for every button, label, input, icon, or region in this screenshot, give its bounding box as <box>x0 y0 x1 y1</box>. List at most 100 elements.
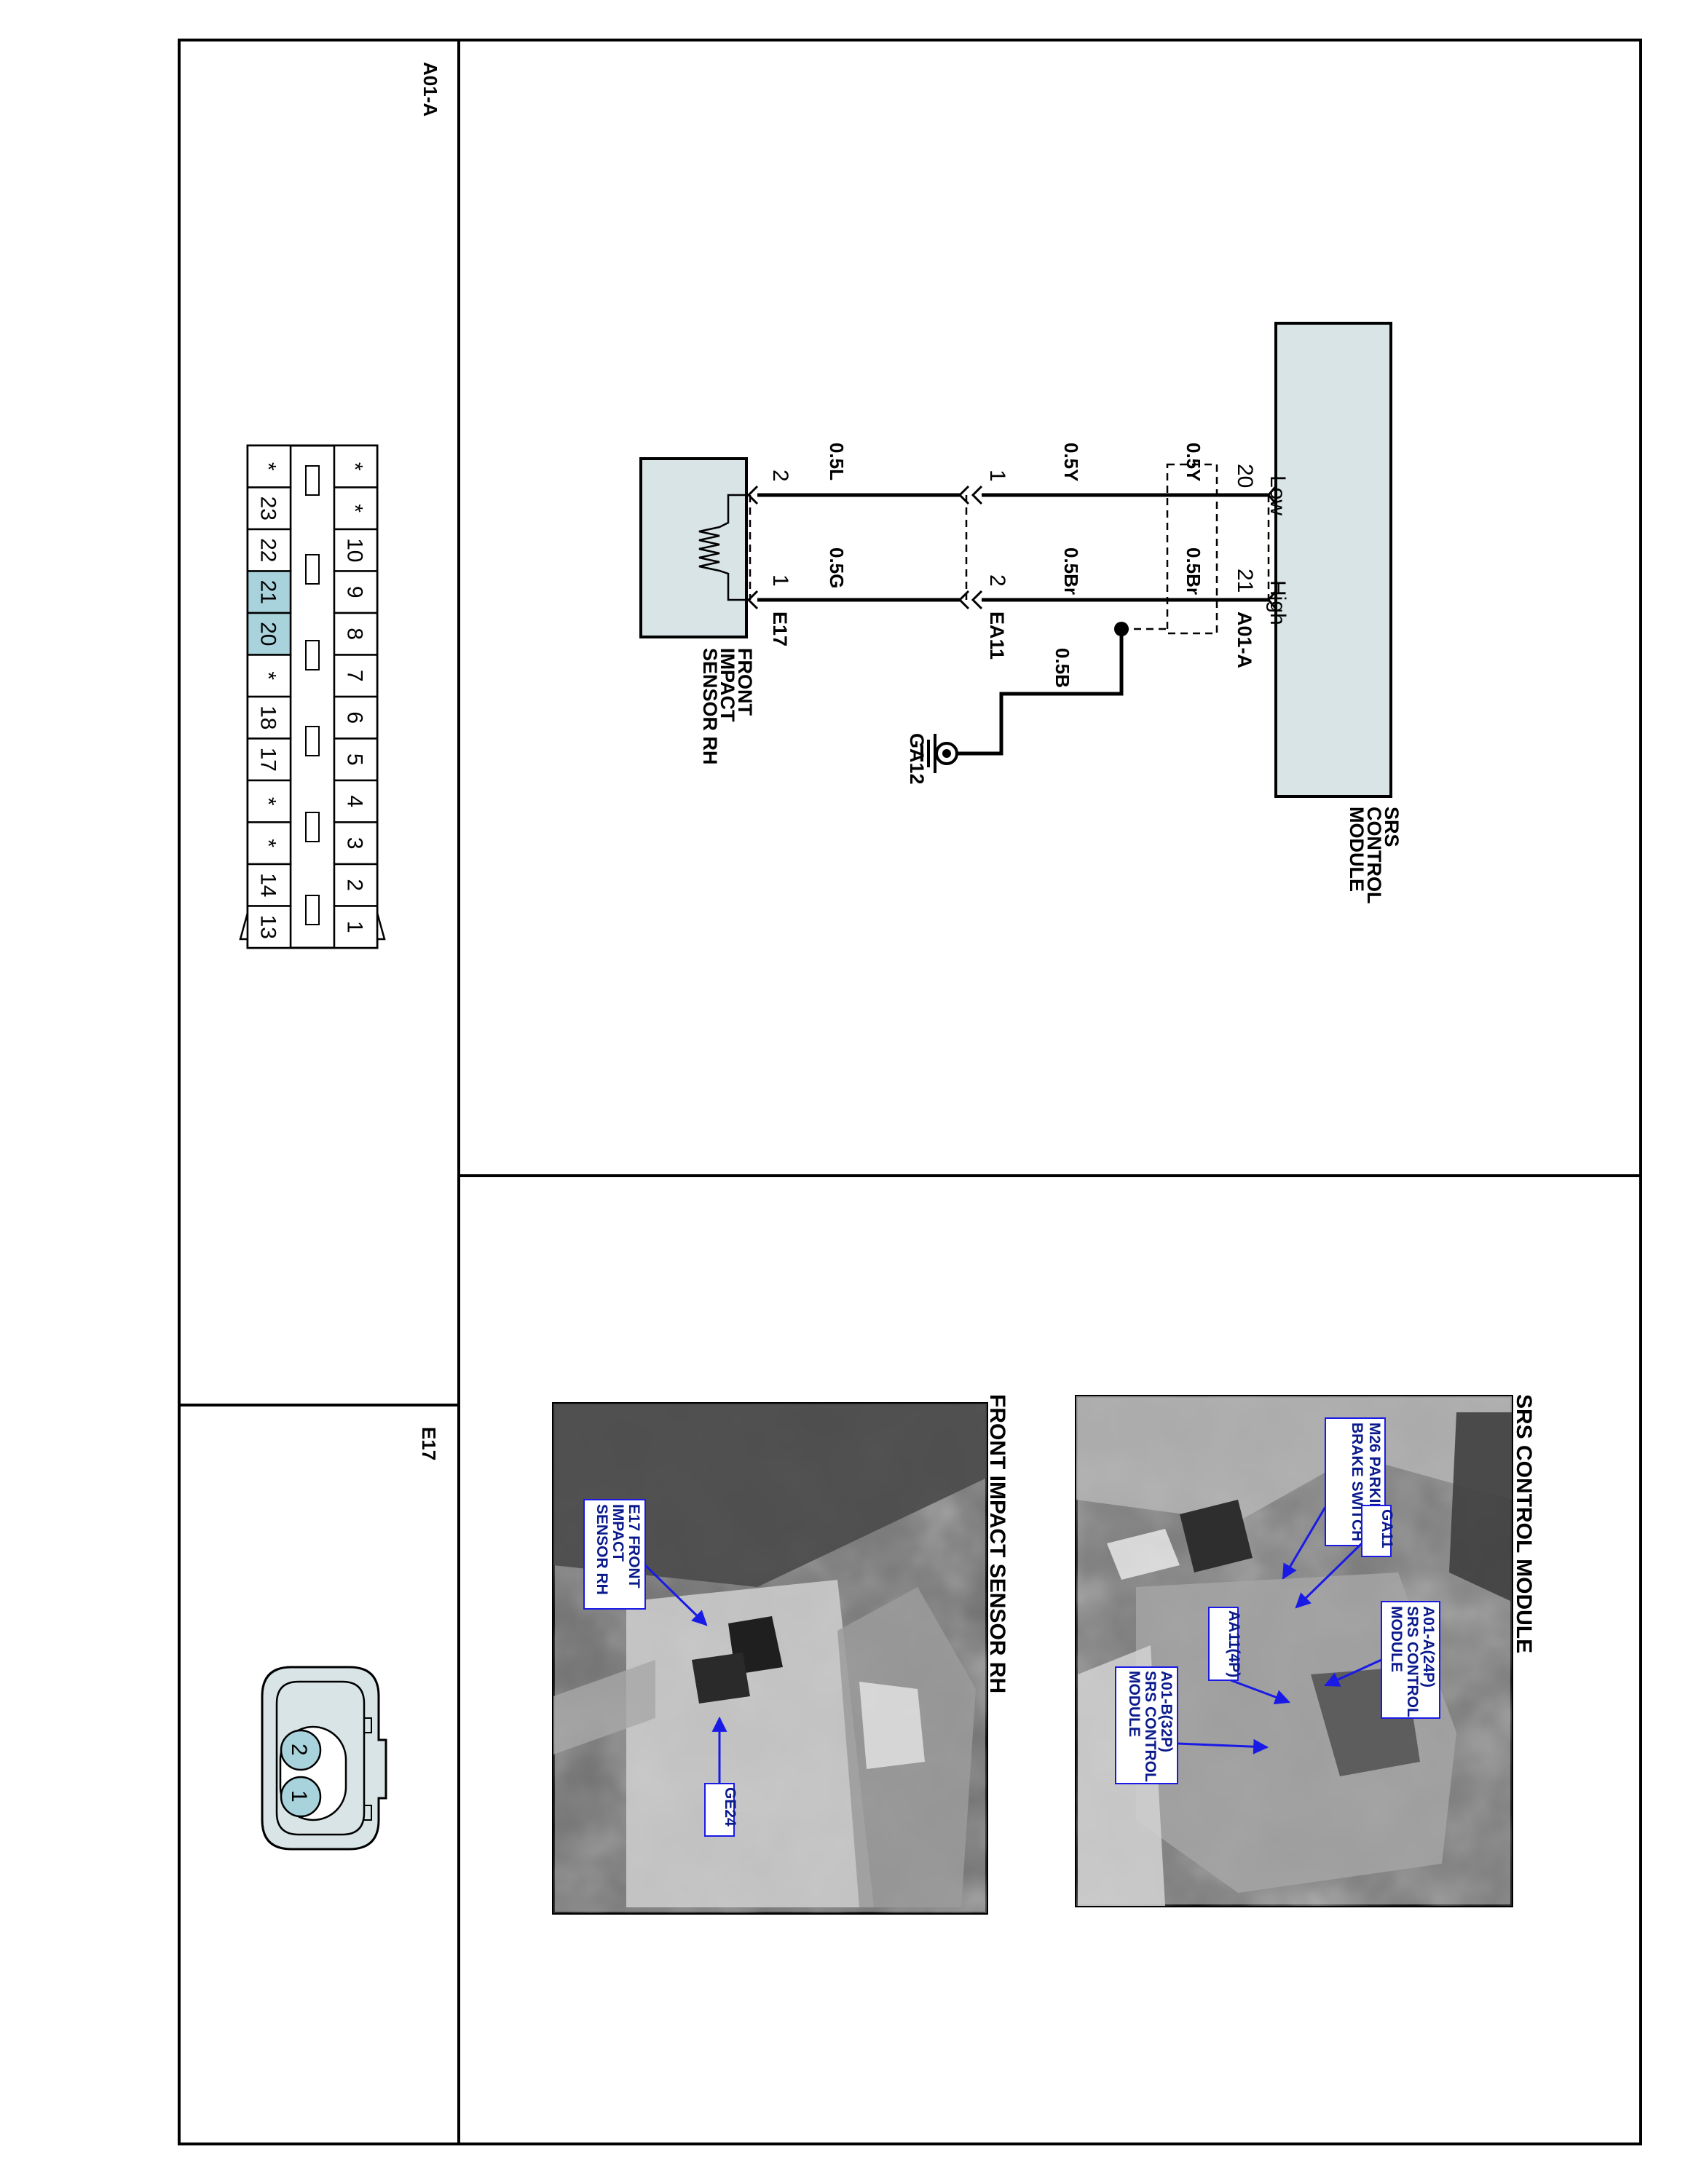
a01a-pin-cell <box>246 737 292 782</box>
a01a-pin-label: 4 <box>343 795 367 807</box>
svg-text:MODULE: MODULE <box>1346 807 1368 892</box>
a01a-pin-cell <box>333 486 379 531</box>
svg-text:FRONT: FRONT <box>734 648 756 716</box>
callout-m26-line1: M26 PARKING <box>1366 1423 1383 1526</box>
callout-a01b-line3: MODULE <box>1126 1671 1143 1737</box>
e17-schematic-label: E17 <box>769 612 791 646</box>
a01a-pin-label: * <box>343 504 367 513</box>
callout-a01b-line2: SRS CONTROL <box>1142 1671 1159 1782</box>
e17-pin-2-cavity <box>280 1729 322 1771</box>
svg-text:CONTROL: CONTROL <box>1363 807 1385 903</box>
svg-text:SRS: SRS <box>1381 807 1403 847</box>
e17-schematic-pin-1: 1 <box>768 574 792 587</box>
module-connector-a01a: A01-A <box>1234 612 1255 668</box>
photo-srs-title: SRS CONTROL MODULE <box>1512 1394 1536 1653</box>
ea11-label: EA11 <box>986 612 1008 660</box>
front-impact-sensor-box <box>639 457 748 638</box>
a01a-pin-cell <box>333 612 379 656</box>
wire-high-color-2: 0.5Br <box>1060 547 1082 595</box>
ground-ga12-label: GA12 <box>906 733 928 785</box>
wire-low-color-1: 0.5Y <box>1183 443 1204 482</box>
wire-high-color-1: 0.5Br <box>1183 547 1204 595</box>
front-impact-sensor-name: FRONT IMPACT SENSOR RH <box>699 648 756 765</box>
srs-control-module-name: SRS CONTROL MODULE <box>1346 807 1403 903</box>
wire-low-color-2: 0.5Y <box>1060 443 1082 482</box>
a01a-pin-label: 17 <box>256 748 280 772</box>
svg-text:SENSOR RH: SENSOR RH <box>699 648 721 765</box>
a01a-pin-cell <box>333 695 379 740</box>
a01a-pin-label: 2 <box>343 879 367 891</box>
module-pin-21: 21 <box>1233 569 1257 593</box>
srs-control-module-box <box>1274 322 1392 798</box>
schematic: SRS CONTROL MODULE Low High 20 21 A01-A … <box>639 322 1403 903</box>
ea11-pin-1: 1 <box>985 470 1009 482</box>
sensor-resistor-icon <box>698 494 749 601</box>
a01a-pin-cell <box>333 821 379 866</box>
a01a-pin-label: 22 <box>256 538 280 562</box>
a01a-pin-label: 23 <box>256 496 280 521</box>
e17-pin-1-label: 1 <box>287 1790 311 1803</box>
photo-sensor-callouts: E17 FRONT IMPACT SENSOR RH GE24 <box>583 1499 738 1837</box>
inline-connector-ea11 <box>958 485 983 610</box>
a01a-pin-label: 8 <box>343 628 367 640</box>
a01a-pin-label: * <box>343 462 367 471</box>
wire-ground-color: 0.5B <box>1052 648 1073 688</box>
a01a-pin-label: 9 <box>343 586 367 598</box>
e17-pin-2-label: 2 <box>287 1744 311 1756</box>
a01a-pin-cell <box>246 821 292 866</box>
callout-aa11: AA11(4P) <box>1226 1610 1242 1677</box>
a01a-pin-label: 13 <box>256 915 280 939</box>
a01a-pin-cell <box>246 863 292 907</box>
connector-e17-face: 2 1 <box>261 1666 387 1851</box>
wire-low-color-3: 0.5L <box>826 443 848 480</box>
callout-a01b-line1: A01-B(32P) <box>1158 1671 1175 1752</box>
a01a-pin-cell <box>333 570 379 614</box>
a01a-pin-label: 1 <box>343 921 367 933</box>
callout-a01a-line1: A01-A(24P) <box>1420 1606 1437 1688</box>
ground-ga12-symbol <box>920 734 958 773</box>
e17-schematic-pin-2: 2 <box>768 470 792 482</box>
a01a-pin-label: * <box>256 797 280 806</box>
wire-ground <box>955 629 1124 756</box>
callout-e17-line1: E17 FRONT <box>626 1504 642 1588</box>
a01a-pin-label: 10 <box>343 538 367 562</box>
a01a-pin-cell <box>333 905 379 949</box>
a01a-pin-label: 20 <box>256 622 280 646</box>
callout-a01a-line2: SRS CONTROL <box>1404 1606 1421 1717</box>
a01a-pin-label: 14 <box>256 873 280 897</box>
callout-a01a-line3: MODULE <box>1388 1606 1405 1672</box>
svg-text:IMPACT: IMPACT <box>717 648 738 722</box>
a01a-pin-cell <box>246 695 292 740</box>
wire-high-color-3: 0.5G <box>826 547 848 588</box>
a01a-pin-cell <box>246 654 292 698</box>
connector-e17-panel: E17 2 1 <box>261 1427 440 1851</box>
a01a-pin-cell <box>333 737 379 782</box>
a01a-pin-label: 5 <box>343 753 367 766</box>
a01a-pin-label: 7 <box>343 670 367 682</box>
callout-e17-line2: IMPACT <box>610 1504 626 1562</box>
callout-e17-line3: SENSOR RH <box>593 1504 610 1595</box>
a01a-pin-cell <box>246 570 292 614</box>
a01a-pin-cell <box>333 528 379 572</box>
connector-e17-title: E17 <box>418 1427 440 1460</box>
photo-srs-callouts: M26 PARKING BRAKE SWITCH GA11 A01-A(24P)… <box>1115 1417 1440 1784</box>
callout-ge24: GE24 <box>722 1787 738 1827</box>
a01a-pin-label: 21 <box>256 580 280 604</box>
connector-a01a-row-a: * * 10 9 8 7 6 5 4 3 2 1 <box>333 444 379 949</box>
module-pin-20: 20 <box>1233 464 1257 488</box>
e17-pin-1-cavity <box>280 1776 322 1818</box>
a01a-pin-label: * <box>256 839 280 847</box>
page-frame <box>178 39 1642 2145</box>
photo-front-impact-sensor: FRONT IMPACT SENSOR RH E17 FRONT IMPACT … <box>552 1394 1009 1915</box>
photo-sensor-title: FRONT IMPACT SENSOR RH <box>985 1394 1009 1693</box>
a01a-pin-cell <box>246 444 292 488</box>
wire-shield <box>1166 463 1218 635</box>
a01a-pin-label: 3 <box>343 837 367 850</box>
ea11-pin-2: 2 <box>985 574 1009 587</box>
photo-srs-control-module: SRS CONTROL MODULE M26 PARKING BRAKE SWI… <box>1075 1394 1536 1907</box>
a01a-pin-label: 6 <box>343 711 367 724</box>
